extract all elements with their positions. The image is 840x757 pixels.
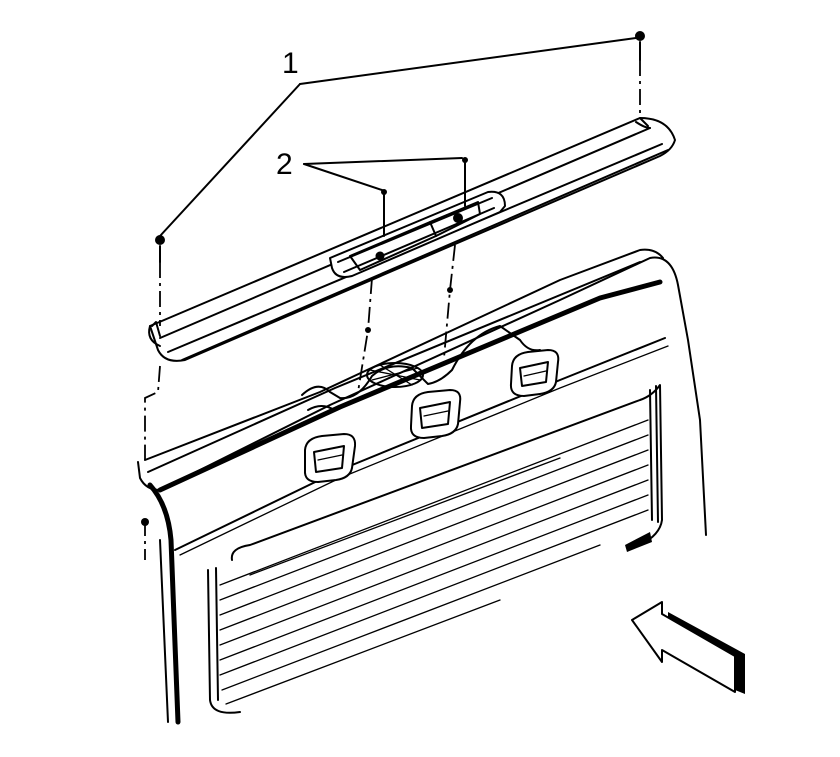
molding-center-bracket [329,190,506,278]
grab-pocket-center [409,389,462,439]
callout-2: 2 [276,148,463,191]
rear-window [207,384,663,714]
defroster-grid-lines [219,419,649,705]
callout-1: 1 [159,37,637,237]
handle-recess [301,325,541,411]
installation-axes [141,60,641,560]
fastener-pin-icon [635,31,645,61]
grab-pocket-left [303,433,357,483]
view-direction-arrow-icon [631,601,745,694]
callout-1-label: 1 [282,47,299,80]
fastener-pin-icon [155,235,165,263]
liftgate-panel [137,248,707,725]
callout-2-label: 2 [276,148,293,181]
fastener-pin-icon [462,157,468,207]
grab-pocket-right [509,349,560,397]
